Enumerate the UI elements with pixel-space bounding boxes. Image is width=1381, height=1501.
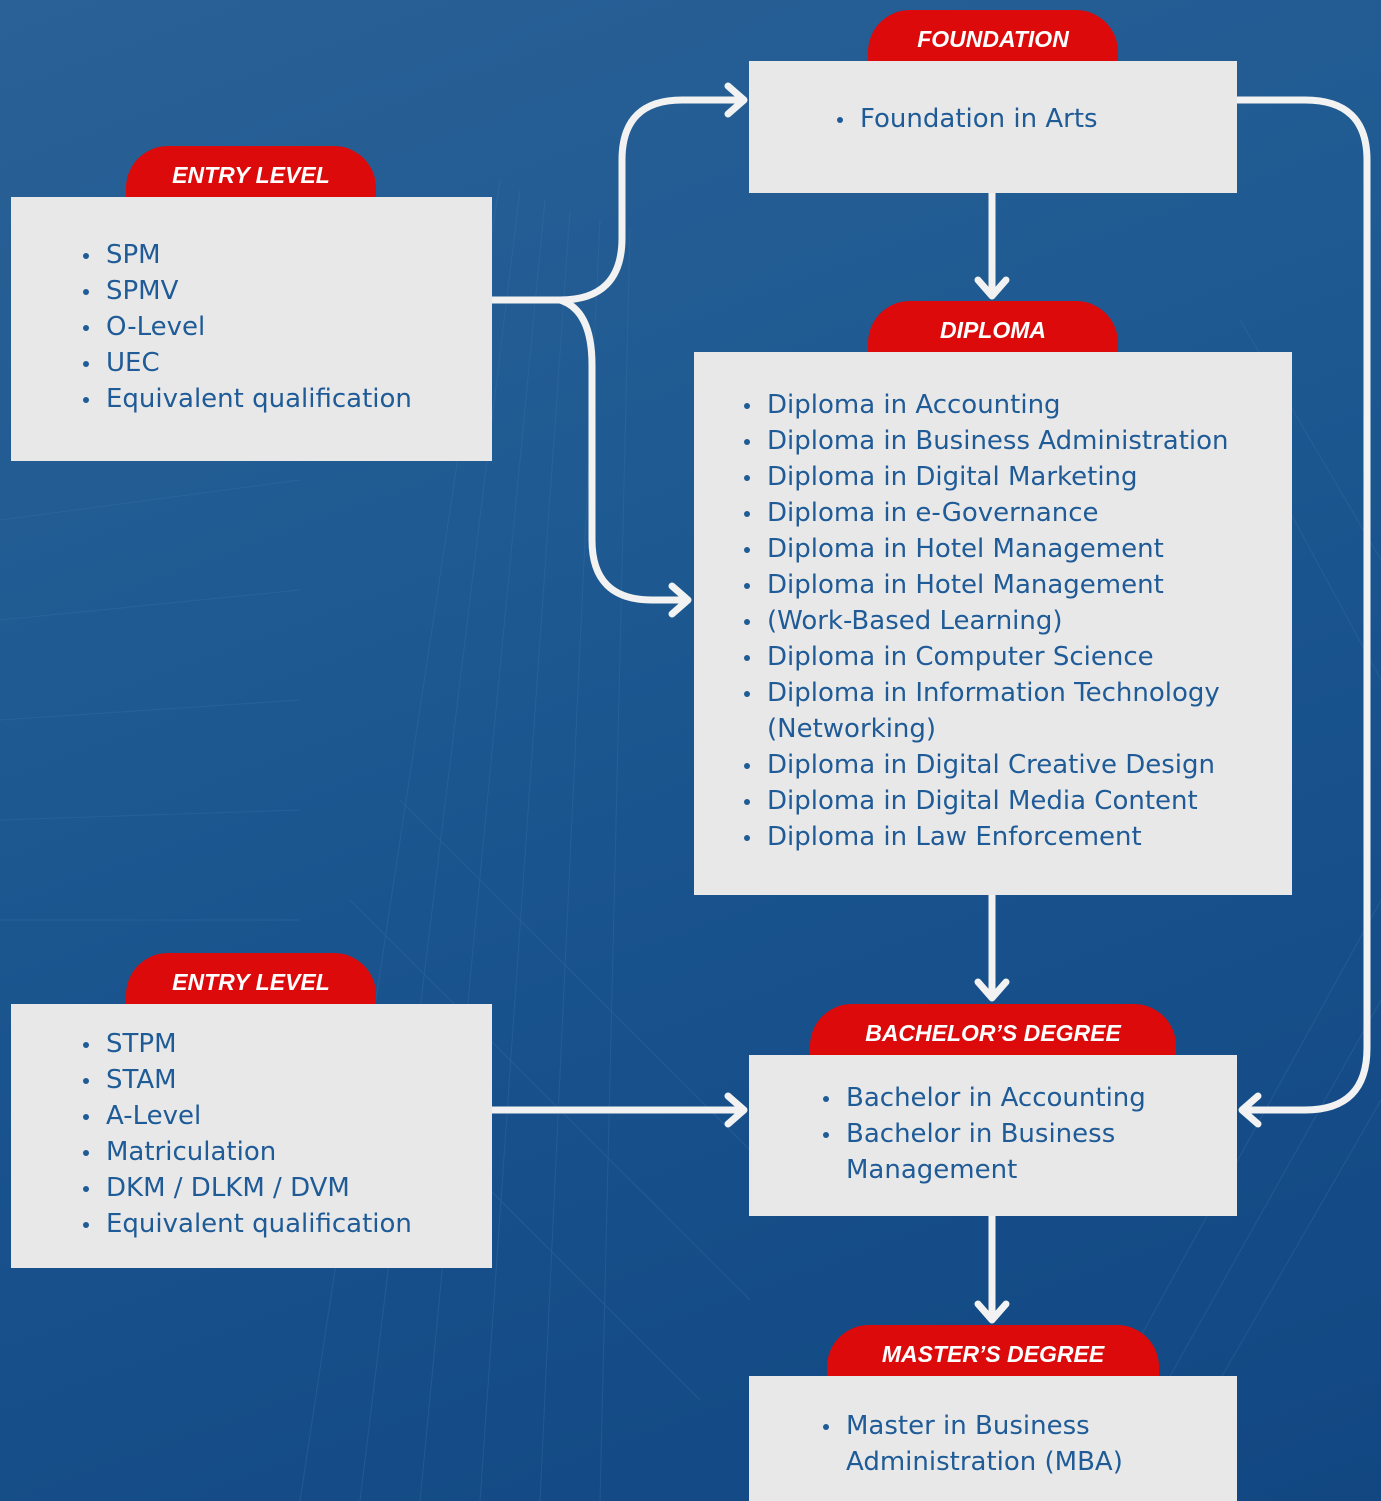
entry-level-box-2: STPM STAM A-Level Matriculation DKM / DL… xyxy=(11,1004,492,1268)
bachelor-box: Bachelor in Accounting Bachelor in Busin… xyxy=(749,1055,1237,1216)
master-tab: MASTER’S DEGREE xyxy=(827,1325,1159,1376)
list-item: Foundation in Arts xyxy=(837,101,1237,137)
list-item: UEC xyxy=(83,345,492,381)
list-item: Equivalent qualification xyxy=(83,1206,492,1242)
list-item: Diploma in e-Governance xyxy=(744,495,1252,531)
list-item: Equivalent qualification xyxy=(83,381,492,417)
list-item: SPM xyxy=(83,237,492,273)
list-item: Diploma in Law Enforcement xyxy=(744,819,1252,855)
list-item: A-Level xyxy=(83,1098,492,1134)
list-item: Diploma in Hotel Management xyxy=(744,567,1252,603)
list-item: STAM xyxy=(83,1062,492,1098)
list-item: Diploma in Accounting xyxy=(744,387,1252,423)
list-item: DKM / DLKM / DVM xyxy=(83,1170,492,1206)
list-item: Diploma in Computer Science xyxy=(744,639,1252,675)
list-item: Diploma in Information Technology (Netwo… xyxy=(744,675,1252,747)
list-item: Diploma in Digital Media Content xyxy=(744,783,1252,819)
list-item: O-Level xyxy=(83,309,492,345)
foundation-box: Foundation in Arts xyxy=(749,61,1237,193)
master-box: Master in Business Administration (MBA) xyxy=(749,1376,1237,1501)
diploma-box: Diploma in Accounting Diploma in Busines… xyxy=(694,352,1292,895)
list-item: Bachelor in Business Management xyxy=(823,1116,1177,1188)
list-item: STPM xyxy=(83,1026,492,1062)
list-item: Diploma in Digital Creative Design xyxy=(744,747,1252,783)
list-item: Diploma in Digital Marketing xyxy=(744,459,1252,495)
list-item: Bachelor in Accounting xyxy=(823,1080,1177,1116)
list-item: Matriculation xyxy=(83,1134,492,1170)
bachelor-tab: BACHELOR’S DEGREE xyxy=(810,1004,1176,1055)
list-item: SPMV xyxy=(83,273,492,309)
diploma-tab: DIPLOMA xyxy=(868,301,1118,352)
entry-level-tab-2: ENTRY LEVEL xyxy=(126,953,376,1004)
foundation-tab: FOUNDATION xyxy=(868,10,1118,61)
list-item: Diploma in Business Administration xyxy=(744,423,1252,459)
list-item: (Work-Based Learning) xyxy=(744,603,1252,639)
entry-level-box-1: SPM SPMV O-Level UEC Equivalent qualific… xyxy=(11,197,492,461)
list-item: Master in Business Administration (MBA) xyxy=(823,1408,1147,1480)
list-item: Diploma in Hotel Management xyxy=(744,531,1252,567)
entry-level-tab-1: ENTRY LEVEL xyxy=(126,146,376,197)
